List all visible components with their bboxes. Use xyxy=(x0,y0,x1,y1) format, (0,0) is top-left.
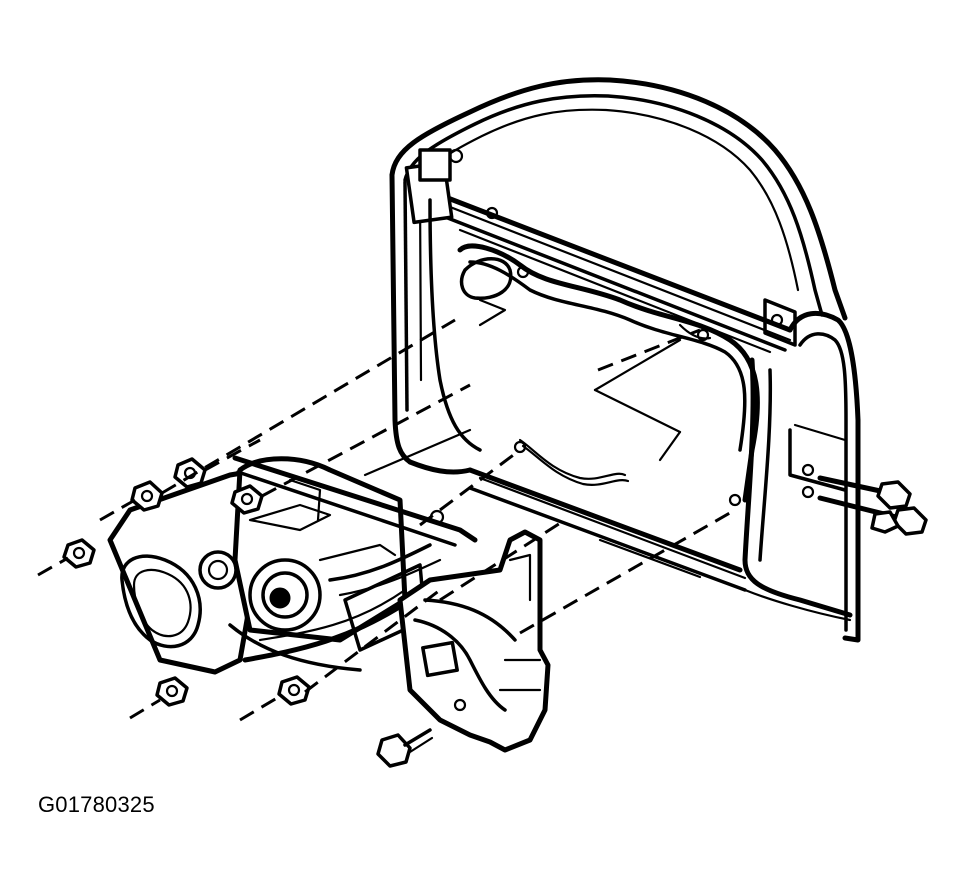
fasteners xyxy=(62,457,928,768)
regulator-bracket xyxy=(397,529,551,753)
nut-left-2 xyxy=(130,480,164,512)
figure-id-code: G01780325 xyxy=(38,792,155,817)
bolt-right-1 xyxy=(817,475,912,510)
alignment-lines xyxy=(37,318,736,722)
nut-left-3 xyxy=(173,457,207,489)
nut-left-1 xyxy=(62,538,96,569)
door-frame xyxy=(363,77,861,643)
nut-left-4 xyxy=(155,676,189,707)
nut-left-5 xyxy=(277,675,311,706)
bolt-bottom xyxy=(376,728,434,768)
bolt-center xyxy=(230,484,264,515)
bolt-right-2 xyxy=(817,495,928,536)
window-regulator xyxy=(107,455,478,675)
